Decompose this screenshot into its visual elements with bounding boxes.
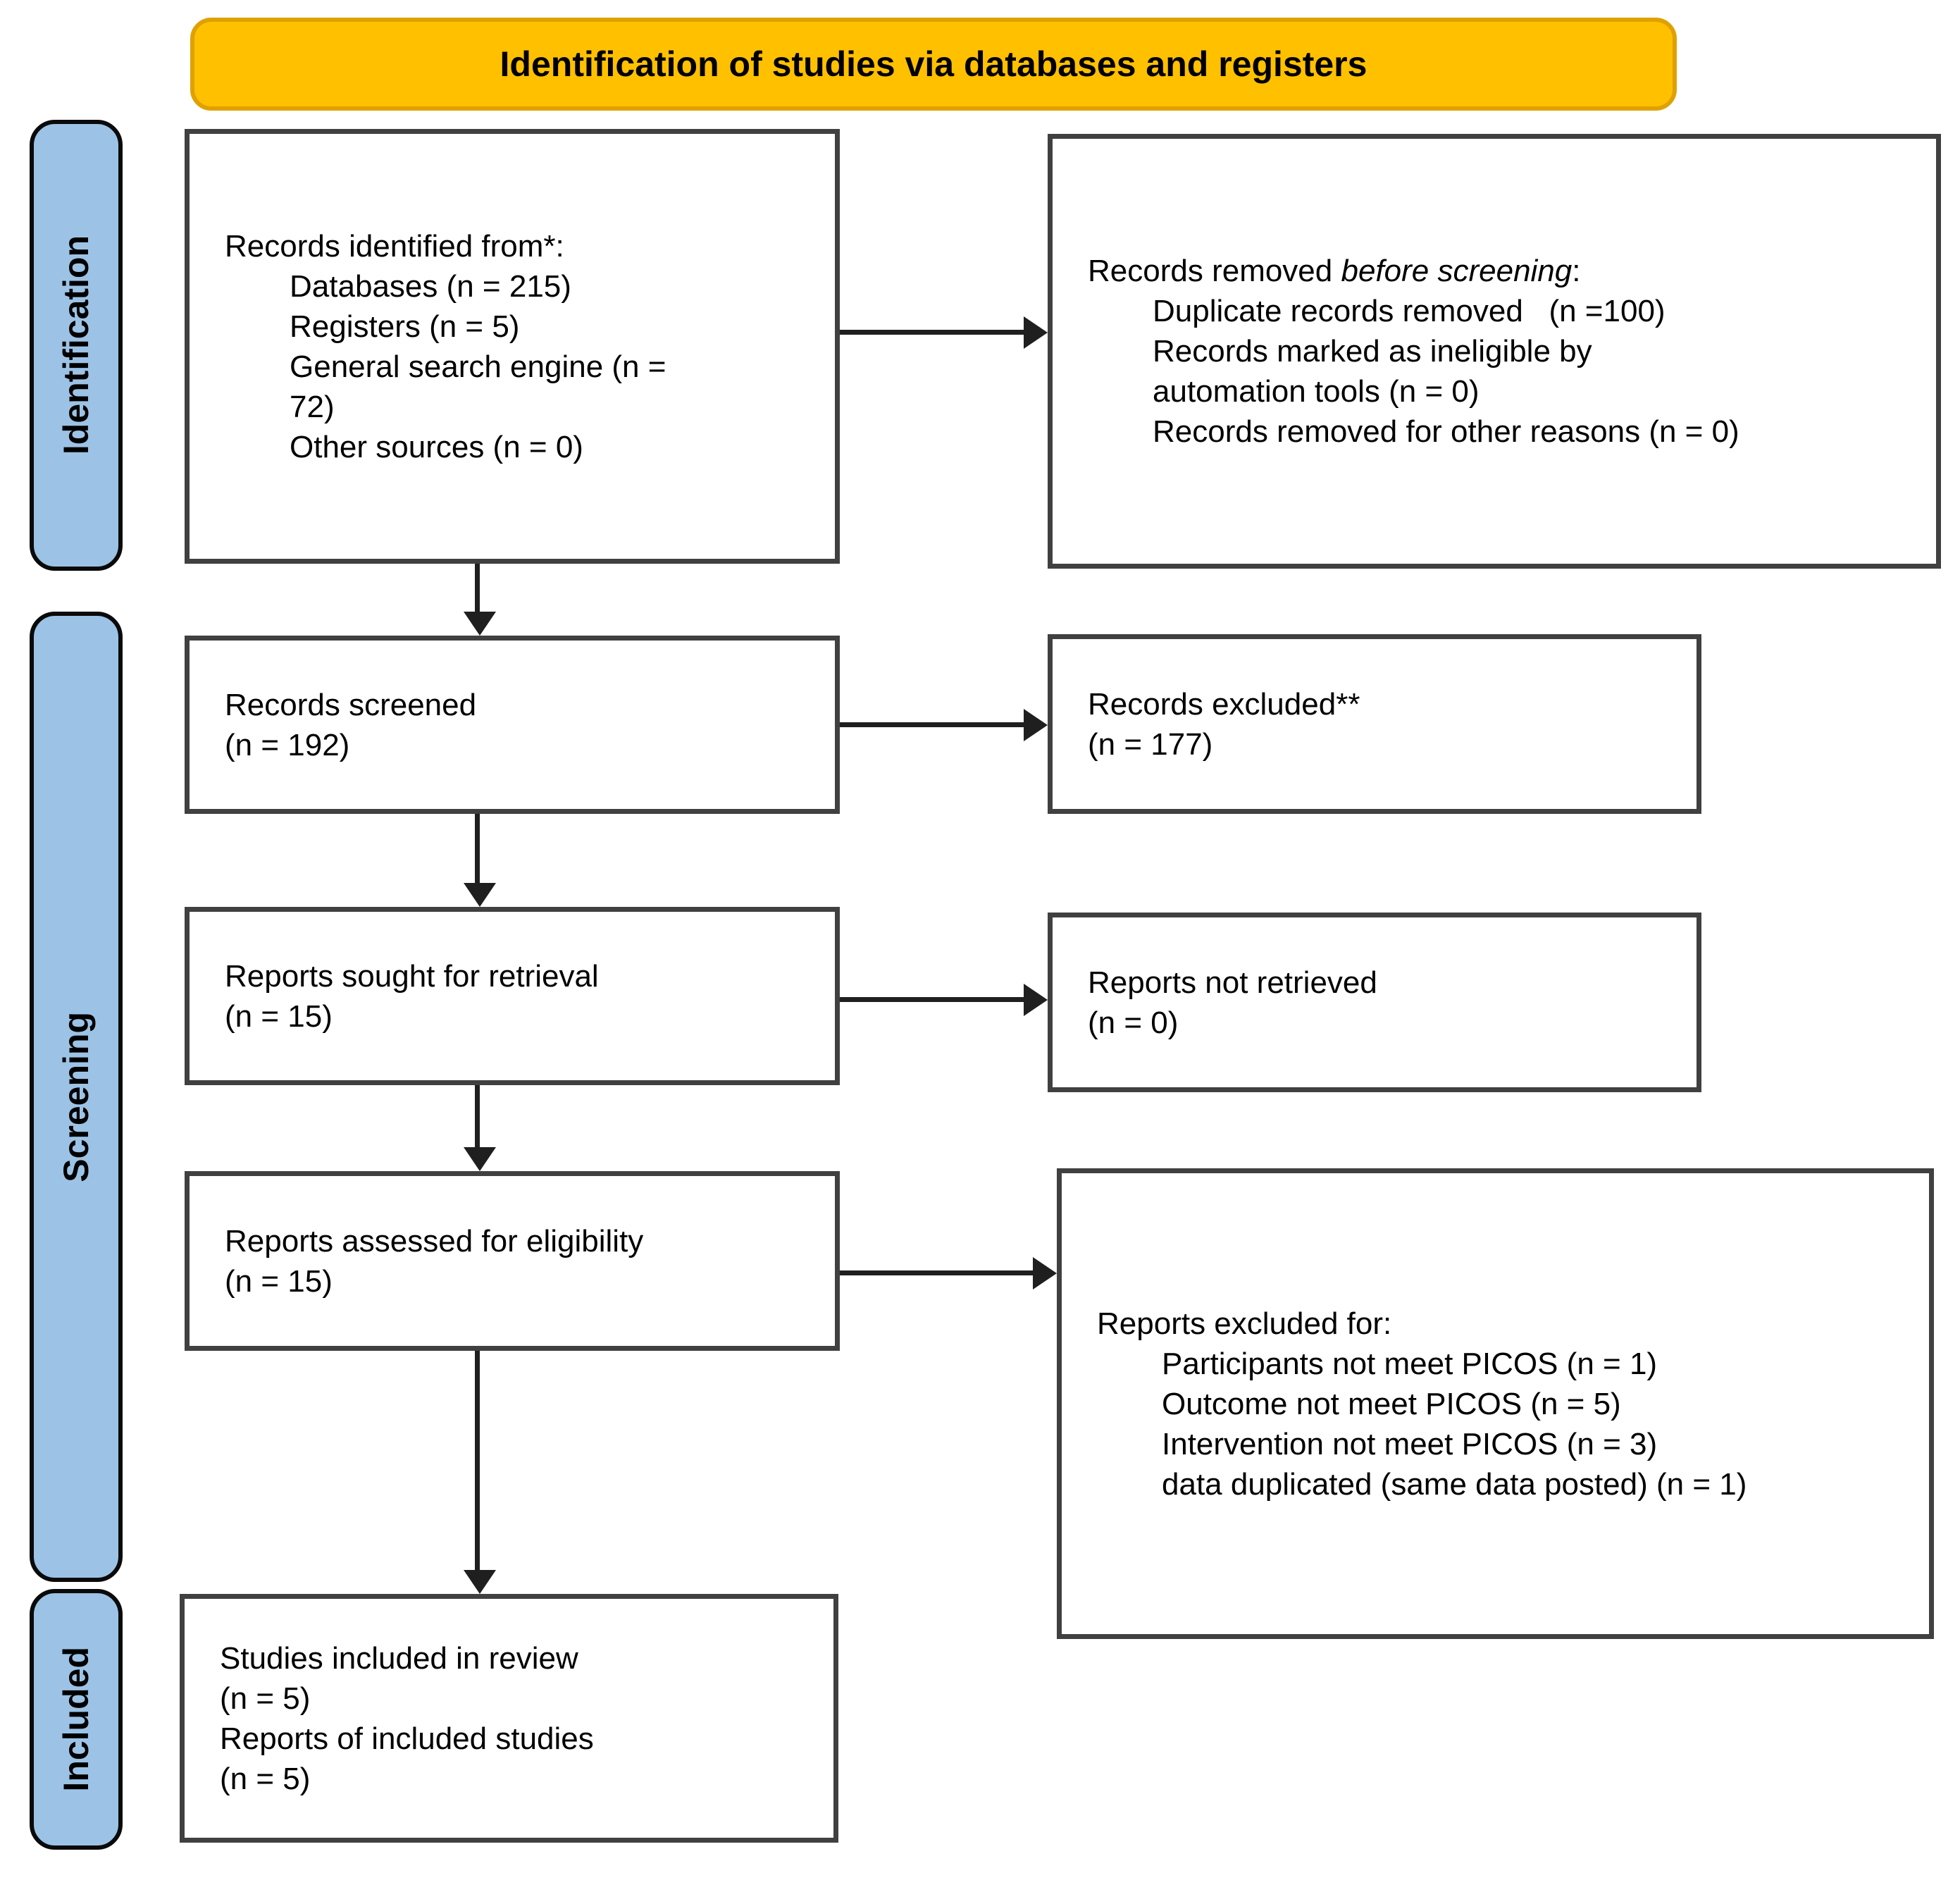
records-identified-line: General search engine (n =	[290, 349, 666, 384]
arrow-line	[840, 997, 1024, 1002]
records-removed-title-italic: before screening	[1341, 254, 1573, 288]
reports-assessed-line: Reports assessed for eligibility	[225, 1223, 644, 1259]
stage-label-identification: Identification	[30, 120, 123, 571]
reports-assessed-box: Reports assessed for eligibility (n = 15…	[185, 1171, 840, 1351]
studies-included-line: (n = 5)	[220, 1681, 311, 1716]
reports-assessed-line: (n = 15)	[225, 1263, 333, 1299]
reports-not-retrieved-box: Reports not retrieved (n = 0)	[1048, 913, 1701, 1092]
reports-excluded-line: Outcome not meet PICOS (n = 5)	[1162, 1386, 1621, 1421]
arrow-line	[475, 814, 480, 883]
records-identified-title: Records identified from*:	[225, 228, 564, 264]
title-banner-text: Identification of studies via databases …	[500, 44, 1367, 84]
reports-excluded-title: Reports excluded for:	[1097, 1306, 1392, 1341]
stage-label-included: Included	[30, 1589, 123, 1850]
records-identified-line: Registers (n = 5)	[290, 309, 520, 344]
records-removed-line: automation tools (n = 0)	[1153, 374, 1480, 409]
records-removed-title-suffix: :	[1572, 254, 1581, 288]
arrow-line	[840, 330, 1024, 335]
arrow-line	[840, 722, 1024, 727]
records-screened-line: (n = 192)	[225, 727, 350, 762]
records-removed-line: Records removed for other reasons (n = 0…	[1153, 414, 1739, 449]
records-removed-line: Records marked as ineligible by	[1153, 334, 1592, 369]
records-excluded-line: Records excluded**	[1088, 686, 1360, 722]
studies-included-line: Reports of included studies	[220, 1721, 594, 1756]
records-excluded-line: (n = 177)	[1088, 726, 1213, 762]
arrow-head-right-icon	[1033, 1257, 1057, 1290]
reports-sought-line: (n = 15)	[225, 998, 333, 1034]
arrow-head-down-icon	[464, 1147, 496, 1171]
records-screened-line: Records screened	[225, 687, 477, 722]
arrow-head-down-icon	[464, 612, 496, 636]
records-identified-box: Records identified from*: Databases (n =…	[185, 129, 840, 564]
arrow-line	[475, 564, 480, 613]
reports-excluded-line: Participants not meet PICOS (n = 1)	[1162, 1346, 1658, 1381]
studies-included-line: (n = 5)	[220, 1761, 311, 1796]
arrow-head-right-icon	[1024, 316, 1048, 349]
arrow-head-down-icon	[464, 883, 496, 907]
arrow-line	[475, 1085, 480, 1147]
studies-included-box: Studies included in review (n = 5) Repor…	[180, 1594, 838, 1843]
records-identified-line: Databases (n = 215)	[290, 268, 571, 304]
records-identified-line: 72)	[290, 389, 335, 424]
arrow-line	[475, 1351, 480, 1570]
arrow-head-right-icon	[1024, 984, 1048, 1016]
studies-included-line: Studies included in review	[220, 1640, 578, 1676]
records-identified-line: Other sources (n = 0)	[290, 429, 583, 464]
reports-sought-box: Reports sought for retrieval (n = 15)	[185, 907, 840, 1085]
reports-not-retrieved-line: Reports not retrieved	[1088, 965, 1377, 1000]
stage-label-identification-text: Identification	[56, 235, 96, 455]
title-banner: Identification of studies via databases …	[190, 18, 1677, 111]
records-removed-box: Records removed before screening: Duplic…	[1048, 134, 1941, 569]
records-screened-box: Records screened (n = 192)	[185, 636, 840, 814]
arrow-line	[840, 1270, 1033, 1275]
stage-label-screening: Screening	[30, 612, 123, 1582]
records-excluded-box: Records excluded** (n = 177)	[1048, 634, 1701, 814]
reports-sought-line: Reports sought for retrieval	[225, 958, 599, 994]
arrow-head-down-icon	[464, 1570, 496, 1594]
records-removed-line: Duplicate records removed (n =100)	[1153, 294, 1666, 328]
records-removed-title: Records removed before screening:	[1088, 251, 1915, 291]
reports-not-retrieved-line: (n = 0)	[1088, 1005, 1179, 1040]
reports-excluded-line: Intervention not meet PICOS (n = 3)	[1162, 1426, 1658, 1461]
records-removed-title-prefix: Records removed	[1088, 254, 1341, 288]
arrow-head-right-icon	[1024, 709, 1048, 741]
stage-label-screening-text: Screening	[56, 1011, 96, 1182]
reports-excluded-box: Reports excluded for: Participants not m…	[1057, 1168, 1934, 1639]
stage-label-included-text: Included	[56, 1647, 96, 1792]
reports-excluded-line: data duplicated (same data posted) (n = …	[1162, 1466, 1747, 1502]
